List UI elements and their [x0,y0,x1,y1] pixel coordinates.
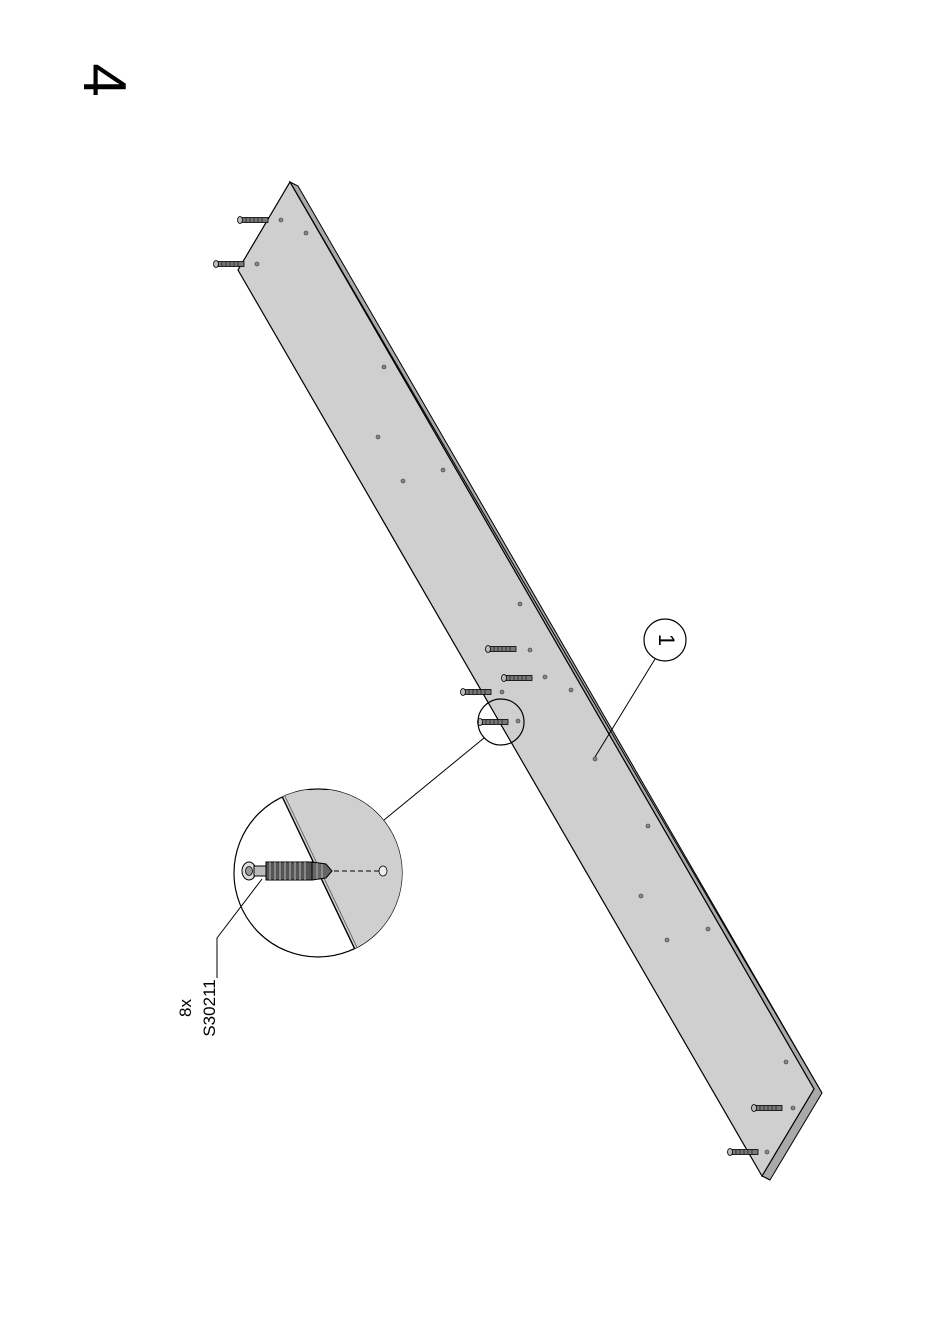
drill-hole-icon [765,1150,769,1154]
drill-hole-icon [665,938,669,942]
part-number: 1 [654,634,679,646]
drill-hole-icon [441,468,445,472]
panel-part-1 [238,182,822,1180]
drill-hole-icon [304,231,308,235]
cam-bolt-icon [478,719,509,726]
part-balloon-leader [595,659,655,757]
panel-top-edge-line [290,182,822,1093]
cam-bolt-icon [486,646,517,653]
drill-hole-icon [646,824,650,828]
cam-bolt-icon [502,675,533,682]
drill-hole-icon [543,675,547,679]
drill-hole-icon [706,927,710,931]
drill-hole-icon [255,262,259,266]
detail-leader-line [384,738,484,820]
drill-hole-icon [569,688,573,692]
cam-bolt-icon [752,1105,783,1112]
step-number: 4 [71,63,138,96]
drill-hole-icon [382,365,386,369]
drill-hole-icon [516,719,520,723]
drill-hole-icon [518,602,522,606]
drill-hole-icon [784,1060,788,1064]
drill-hole-icon [379,866,387,876]
drill-hole-icon [593,757,597,761]
drill-hole-icon [791,1106,795,1110]
detail-magnified-view [234,789,420,960]
hardware-quantity: 8x [176,999,195,1017]
hardware-label: 8x S30211 [176,979,219,1036]
cam-bolt-icon [238,217,269,224]
drill-hole-icon [279,218,283,222]
hardware-code: S30211 [200,979,219,1036]
drill-hole-icon [528,648,532,652]
cam-bolt-icon [461,689,492,696]
drill-hole-icon [639,894,643,898]
drill-hole-icon [500,690,504,694]
step-number-text: 4 [71,63,138,96]
drill-hole-icon [376,435,380,439]
cam-bolt-icon [728,1149,759,1156]
drill-hole-icon [401,479,405,483]
cam-bolt-icon [214,261,245,268]
